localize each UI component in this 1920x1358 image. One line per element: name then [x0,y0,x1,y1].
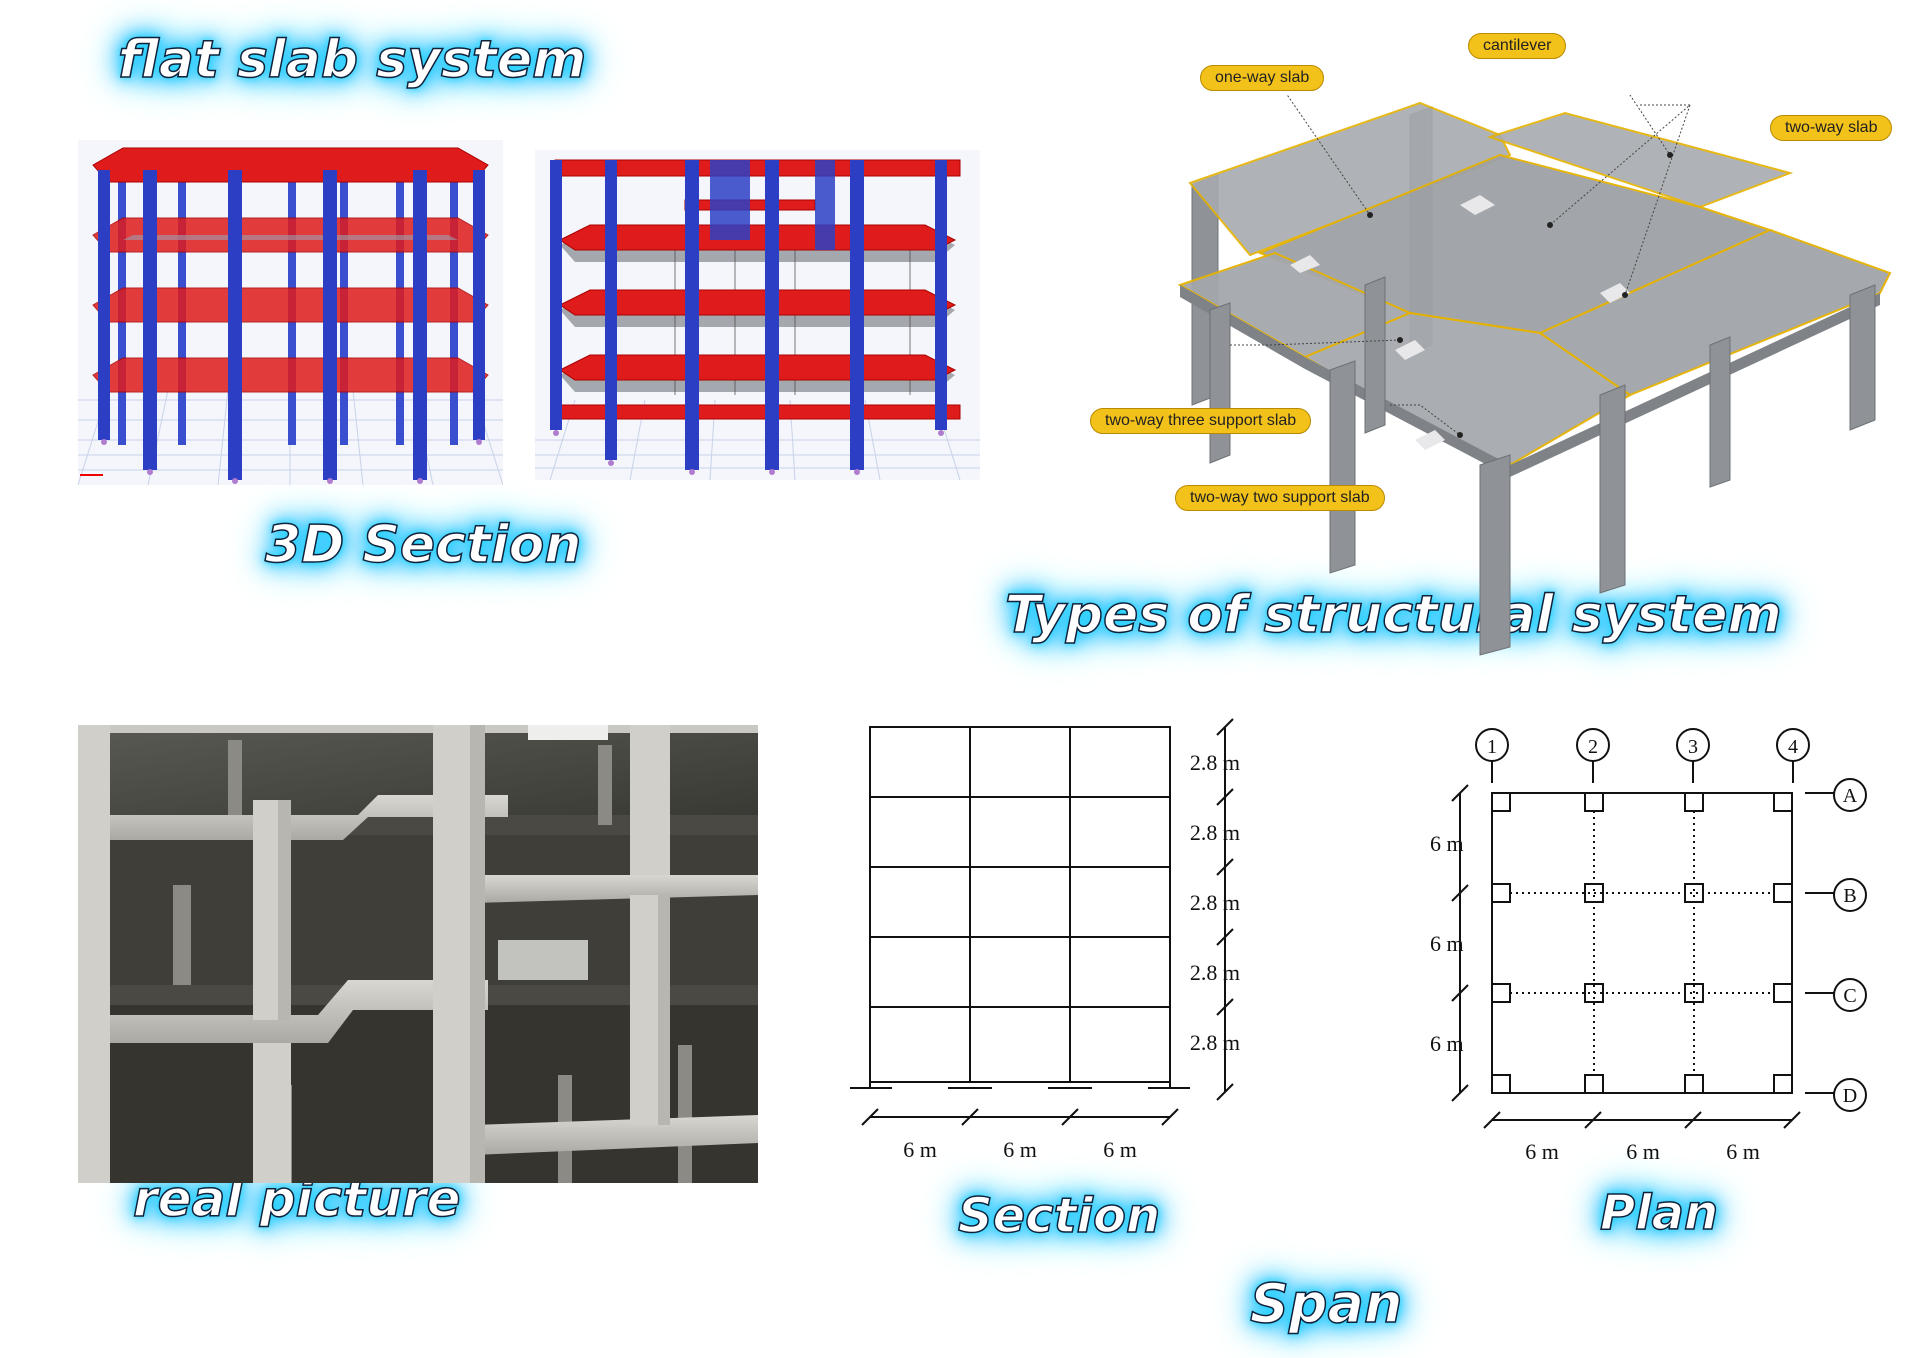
plan-axis-label: D [1843,1085,1857,1107]
callout-two-way-slab: two-way slab [1770,115,1893,141]
section-bay-width: 6 m [1103,1137,1137,1162]
plan-axis-label: 1 [1487,736,1497,758]
section-title: Section [957,1187,1161,1245]
section-bay-width: 6 m [903,1137,937,1162]
slab-types-diagram [1170,44,1900,665]
section-storey-height: 2.8 m [1190,820,1240,845]
callout-two-way-two-support: two-way two support slab [1175,485,1385,511]
section-bay-width: 6 m [1003,1137,1037,1162]
real-building-photo [78,725,758,1183]
beam-slab-3d-model [535,150,980,481]
plan-axis-label: B [1843,885,1856,907]
plan-axis-label: A [1843,785,1858,807]
callout-cantilever: cantilever [1468,33,1567,59]
flat-slab-3d-model [77,140,504,486]
section-storey-height: 2.8 m [1190,750,1240,775]
types-title: Types of structural system [1004,584,1782,646]
span-title: Span [1249,1271,1403,1336]
plan-row-spacing: 6 m [1430,1031,1464,1056]
plan-title: Plan [1599,1184,1719,1242]
plan-row-spacing: 6 m [1430,831,1464,856]
callout-two-way-three-support: two-way three support slab [1090,408,1312,434]
plan-bay-width: 6 m [1525,1139,1559,1164]
plan-row-spacing: 6 m [1430,931,1464,956]
section-storey-height: 2.8 m [1190,1030,1240,1055]
plan-axis-label: C [1843,985,1856,1007]
section-3d-title: 3D Section [264,514,582,576]
plan-axis-label: 4 [1788,736,1798,758]
section-drawing: 2.8 m 2.8 m 2.8 m 2.8 m 2.8 m 6 m 6 m 6 … [840,705,1240,1185]
plan-axis-label: 2 [1588,736,1598,758]
plan-drawing: 1 2 3 4 A B C D 6 m 6 m 6 m 6 m 6 m 6 m [1430,715,1880,1185]
plan-bay-width: 6 m [1726,1139,1760,1164]
plan-bay-width: 6 m [1626,1139,1660,1164]
callout-one-way-slab: one-way slab [1200,65,1325,91]
flat-slab-title: flat slab system [117,29,587,91]
section-storey-height: 2.8 m [1190,890,1240,915]
section-storey-height: 2.8 m [1190,960,1240,985]
plan-axis-label: 3 [1688,736,1698,758]
